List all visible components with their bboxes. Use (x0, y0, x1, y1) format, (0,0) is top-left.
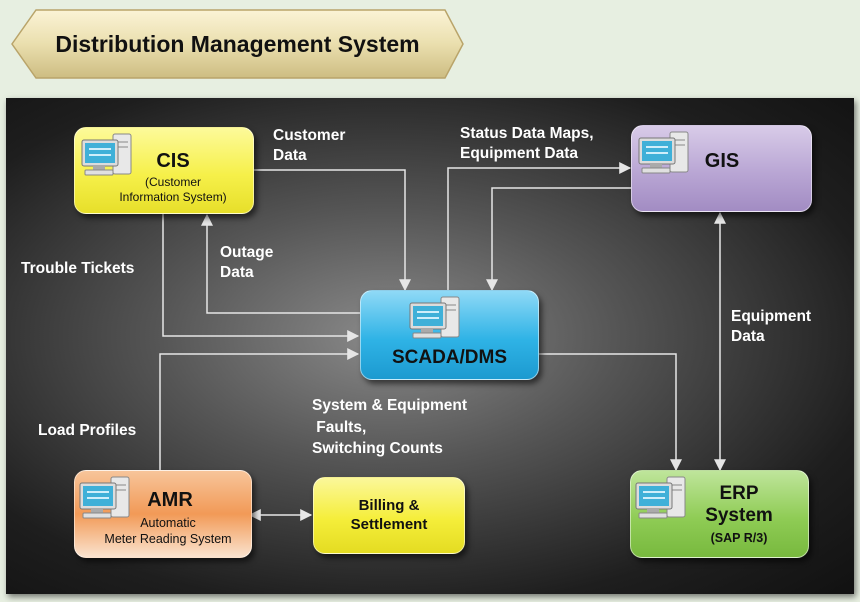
node-billing-settlement[interactable]: Billing & Settlement (313, 477, 465, 554)
node-gis[interactable]: GIS (631, 125, 812, 212)
label-faults: System & Equipment Faults, Switching Cou… (312, 397, 468, 457)
node-cis-sub: (Customer Information System) (119, 175, 227, 204)
edge-status-data (447, 162, 632, 290)
edge-trouble-tickets (162, 212, 360, 342)
edge-customer-data (253, 169, 411, 292)
label-load-profiles: Load Profiles (38, 422, 137, 439)
computer-icon (638, 131, 689, 174)
edge-gis-to-scada (486, 187, 632, 292)
node-scada-dms-label: SCADA/DMS (391, 347, 508, 368)
node-amr[interactable]: AMR Automatic Meter Reading System (74, 470, 252, 558)
node-amr-sub: Automatic Meter Reading System (104, 516, 232, 546)
label-outage-data: Outage Data (220, 244, 274, 281)
computer-icon (81, 133, 132, 176)
edge-load-profiles (159, 348, 360, 470)
node-scada-dms[interactable]: SCADA/DMS (360, 290, 539, 380)
title-banner: Distribution Management System (10, 8, 465, 80)
label-trouble-tickets: Trouble Tickets (21, 260, 135, 277)
edge-faults (537, 353, 682, 472)
computer-icon (635, 476, 686, 519)
computer-icon (79, 476, 130, 519)
label-customer-data: Customer Data (273, 127, 346, 164)
page-title: Distribution Management System (55, 31, 420, 57)
node-erp[interactable]: ERP System (SAP R/3) (630, 470, 809, 558)
banner-shape (11, 9, 464, 79)
node-cis[interactable]: CIS (Customer Information System) (74, 127, 254, 214)
label-status-data: Status Data Maps, Equipment Data (460, 125, 594, 162)
label-equipment-data: Equipment Data (731, 308, 812, 345)
node-erp-sub: (SAP R/3) (710, 531, 768, 545)
node-amr-label: AMR (147, 489, 193, 511)
node-erp-label: ERP System (705, 483, 773, 526)
node-cis-label: CIS (156, 150, 190, 172)
node-billing-label: Billing & Settlement (350, 497, 428, 533)
computer-icon (409, 296, 460, 339)
edge-outage-data (201, 213, 360, 314)
node-gis-label: GIS (704, 150, 740, 172)
